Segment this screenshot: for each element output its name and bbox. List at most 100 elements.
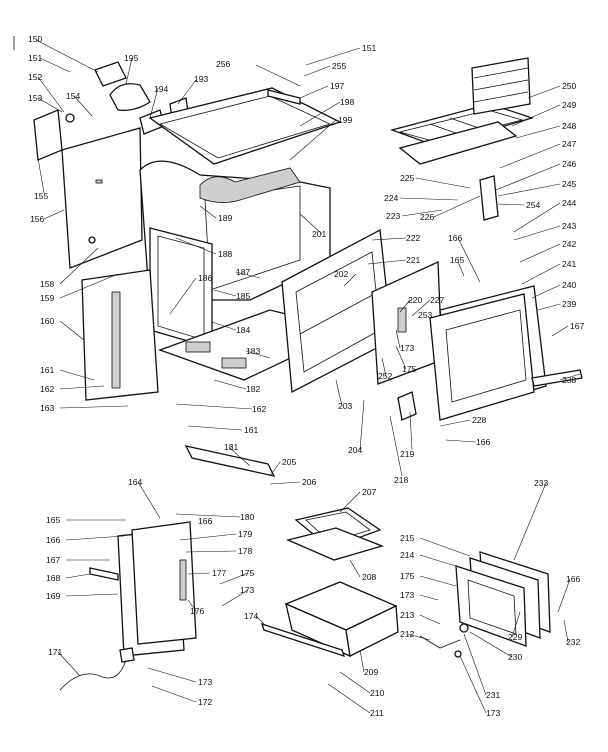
part-label: 218 (394, 475, 409, 485)
part-label: 188 (218, 249, 233, 259)
part-label: 174 (244, 611, 259, 621)
part-label: 227 (430, 295, 445, 305)
part-label: 238 (562, 375, 577, 385)
part-label: 250 (562, 81, 577, 91)
part-label: 193 (194, 74, 209, 84)
part-label: 177 (212, 568, 227, 578)
part-label: 176 (190, 606, 205, 616)
part-label: 205 (282, 457, 297, 467)
part-label: 178 (238, 546, 253, 556)
part-label: 195 (124, 53, 139, 63)
part-label: 156 (30, 214, 45, 224)
part-label: 194 (154, 84, 169, 94)
part-label: 162 (252, 404, 267, 414)
part-label: 219 (400, 449, 415, 459)
part-label: 222 (406, 233, 421, 243)
part-label: 208 (362, 572, 377, 582)
part-label: 166 (476, 437, 491, 447)
part-label: 229 (508, 632, 523, 642)
part-label: 159 (40, 293, 55, 303)
part-label: 256 (216, 59, 231, 69)
part-label: 255 (332, 61, 347, 71)
part-label: 226 (420, 212, 435, 222)
part-label: 225 (400, 173, 415, 183)
part-label: 202 (334, 269, 349, 279)
part-label: 173 (400, 590, 415, 600)
part-label: 165 (46, 515, 61, 525)
part-label: 211 (370, 708, 384, 718)
part-label: 247 (562, 139, 577, 149)
part-label: 207 (362, 487, 377, 497)
part-label: 173 (400, 343, 415, 353)
part-label: 184 (236, 325, 251, 335)
part-label: 166 (198, 516, 213, 526)
part-label: 241 (562, 259, 577, 269)
part-label: 232 (566, 637, 581, 647)
part-label: 175 (402, 364, 417, 374)
part-label: 206 (302, 477, 317, 487)
part-label: 172 (198, 697, 213, 707)
part-label: 160 (40, 316, 55, 326)
part-label: 166 (46, 535, 61, 545)
part-label: 223 (386, 211, 401, 221)
part-label: 220 (408, 295, 423, 305)
part-label: 214 (400, 550, 415, 560)
part-label: 163 (40, 403, 55, 413)
part-label: 244 (562, 198, 577, 208)
part-label: 152 (28, 72, 43, 82)
part-label: 165 (450, 255, 465, 265)
part-label: 183 (246, 346, 261, 356)
part-label: 175 (400, 571, 415, 581)
part-label: 246 (562, 159, 577, 169)
part-label: 154 (66, 91, 81, 101)
part-label: 252 (378, 371, 393, 381)
part-label: 215 (400, 533, 415, 543)
part-label: 164 (128, 477, 143, 487)
part-label: 201 (312, 229, 327, 239)
part-label: 209 (364, 667, 379, 677)
part-label: 212 (400, 629, 415, 639)
part-label: 239 (562, 299, 577, 309)
part-label: 187 (236, 267, 251, 277)
part-label: 151 (28, 53, 43, 63)
part-label: 169 (46, 591, 61, 601)
part-label: 161 (244, 425, 259, 435)
part-label: 173 (240, 585, 255, 595)
part-label: 179 (238, 529, 253, 539)
part-label: 182 (246, 384, 261, 394)
part-label: 181 (224, 442, 239, 452)
part-label: 213 (400, 610, 415, 620)
part-label: 153 (28, 93, 43, 103)
part-label: 245 (562, 179, 577, 189)
part-label: 203 (338, 401, 353, 411)
part-label: 150 (28, 34, 43, 44)
diagram-artwork (13, 36, 583, 691)
part-label: 240 (562, 280, 577, 290)
part-label: 224 (384, 193, 399, 203)
part-label: 189 (218, 213, 233, 223)
part-label: 230 (508, 652, 523, 662)
part-label: 231 (486, 690, 501, 700)
leader-lines (35, 39, 581, 714)
part-label: 161 (40, 365, 55, 375)
part-label: 151 (362, 43, 377, 53)
part-label: 180 (240, 512, 255, 522)
part-labels: 150 151 152 153 154 155 156 195 194 193 … (28, 34, 585, 718)
part-label: 228 (472, 415, 487, 425)
part-label: 186 (198, 273, 213, 283)
part-label: 173 (486, 708, 501, 718)
part-label: 254 (526, 200, 541, 210)
part-label: 166 (448, 233, 463, 243)
part-label: 199 (338, 115, 353, 125)
part-label: 197 (330, 81, 345, 91)
part-label: 158 (40, 279, 55, 289)
part-label: 204 (348, 445, 363, 455)
part-label: 171 (48, 647, 63, 657)
part-label: 167 (570, 321, 585, 331)
part-label: 166 (566, 574, 581, 584)
part-label: 210 (370, 688, 385, 698)
part-label: 167 (46, 555, 61, 565)
part-label: 233 (534, 478, 549, 488)
part-label: 221 (406, 255, 421, 265)
